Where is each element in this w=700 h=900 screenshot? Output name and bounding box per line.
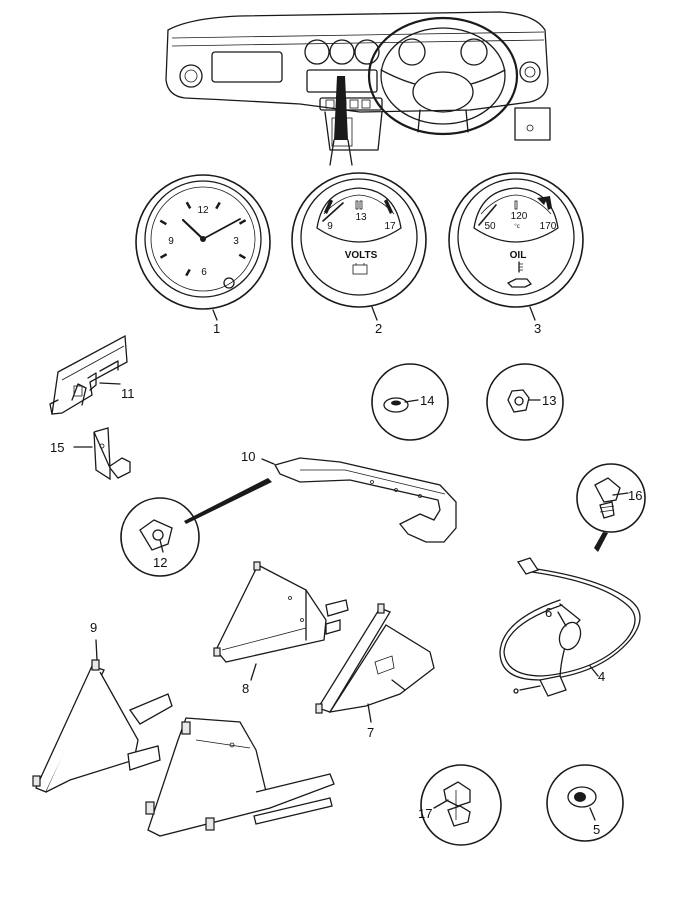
- long-bracket-part-10: [184, 457, 457, 543]
- washer-part-14: [371, 363, 449, 441]
- volts-scale-max: 17: [384, 221, 396, 232]
- callout-12: 12: [153, 555, 167, 570]
- blanking-cap-part-6: [557, 611, 582, 651]
- oil-temperature-gauge: 50 120 °c 170 OIL: [448, 172, 584, 321]
- callout-14: 14: [420, 393, 434, 408]
- mounting-bracket-part-11: [49, 334, 128, 415]
- dashboard-illustration: [165, 11, 551, 166]
- callout-13: 13: [542, 393, 556, 408]
- volts-label: VOLTS: [345, 250, 378, 261]
- callout-15: 15: [50, 440, 64, 455]
- callout-17: 17: [418, 806, 432, 821]
- volts-scale-mid: 13: [355, 212, 367, 223]
- oil-scale-mid: 120: [511, 211, 528, 222]
- clock-numeral-12: 12: [197, 205, 209, 216]
- callout-10: 10: [241, 449, 255, 464]
- callout-11: 11: [121, 386, 135, 401]
- bracket-part-7: [315, 603, 435, 723]
- callout-2: 2: [375, 321, 382, 336]
- battery-icon: [352, 264, 368, 275]
- clock-numeral-3: 3: [233, 236, 239, 247]
- callout-9: 9: [90, 620, 97, 635]
- callout-16: 16: [628, 488, 642, 503]
- volts-scale-min: 9: [327, 221, 333, 232]
- cable-clip-part-16: [576, 463, 646, 552]
- clock-numeral-9: 9: [168, 236, 174, 247]
- callout-5: 5: [593, 822, 600, 837]
- small-bracket-part-15: [73, 427, 131, 481]
- spring-clip-part-17: [420, 764, 502, 846]
- oil-scale-low: 50: [484, 221, 496, 232]
- callout-6: 6: [545, 605, 552, 620]
- oil-label: OIL: [510, 250, 527, 261]
- callout-8: 8: [242, 681, 249, 696]
- oil-scale-high: 170: [540, 221, 557, 232]
- speedometer-cable-part-4: [499, 557, 641, 697]
- voltmeter-gauge: 9 13 17 VOLTS: [291, 172, 427, 321]
- callout-labels: 1 2 3 4 5 6 7 8 9 10 11 12 13 14 15 16 1…: [50, 321, 642, 837]
- clock-gauge: 12 3 6 9: [135, 174, 271, 321]
- callout-1: 1: [213, 321, 220, 336]
- callout-4: 4: [598, 669, 605, 684]
- bracket-part-8: [213, 561, 349, 681]
- clip-nut-part-12: [120, 497, 200, 577]
- clock-numeral-6: 6: [201, 267, 207, 278]
- callout-7: 7: [367, 725, 374, 740]
- nut-part-13: [486, 363, 564, 441]
- thermometer-icon: [518, 261, 523, 273]
- bracket-part-9: [32, 639, 335, 837]
- grommet-part-5: [546, 764, 624, 842]
- oil-can-icon: [507, 278, 532, 288]
- callout-3: 3: [534, 321, 541, 336]
- oil-scale-unit: °c: [514, 224, 519, 230]
